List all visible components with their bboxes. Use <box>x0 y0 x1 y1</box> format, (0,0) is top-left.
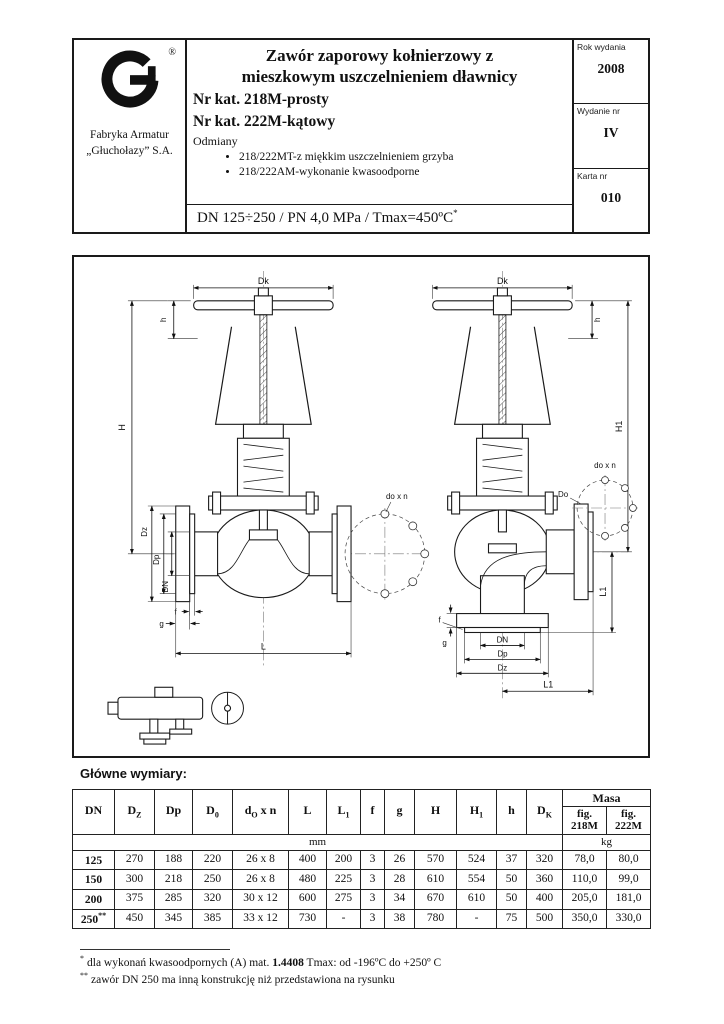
col-header-l1: L1 <box>326 789 361 835</box>
footnote-acid-resistant: *dla wykonań kwasoodpornych (A) mat. 1.4… <box>80 954 442 969</box>
dim-label-Do: Do <box>558 490 569 499</box>
header-meta-column: Rok wydania 2008 Wydanie nr IV Karta nr … <box>574 40 648 232</box>
dim-label-L: L <box>261 641 266 651</box>
col-header-dn: DN <box>72 789 115 835</box>
variant-item: 218/222AM-wykonanie kwasoodporne <box>239 165 572 181</box>
header-block: ® Fabryka Armatur „Głuchołazy” S.A. Zawó… <box>72 38 650 234</box>
dim-label-H: H <box>117 424 127 430</box>
catalog-number-straight: Nr kat. 218M-prosty <box>193 90 329 108</box>
col-header-h-cap: H <box>414 789 457 835</box>
dim-label-bolt-holes: do x n <box>386 492 408 501</box>
footnote-dn250: **zawór DN 250 ma inną konstrukcję niż p… <box>80 971 395 987</box>
meta-cell-year: Rok wydania 2008 <box>574 40 648 105</box>
dim-label-dk: Dk <box>258 276 269 286</box>
spec-line: DN 125÷250 / PN 4,0 MPa / Tmax=450ºC* <box>187 204 572 232</box>
registered-trademark: ® <box>168 47 176 58</box>
col-header-do-x-n: dO x n <box>232 789 289 835</box>
spec-text: DN 125÷250 / PN 4,0 MPa / Tmax=450ºC <box>197 210 454 226</box>
document-title: Zawór zaporowy kołnierzowy z mieszkowym … <box>187 40 572 88</box>
variant-item: 218/222MT-z miękkim uszczelnieniem grzyb… <box>239 150 572 166</box>
valve-straight-drawing: Dk h H Dz Dp DN <box>117 270 430 668</box>
dim-label-h: h <box>593 318 602 322</box>
col-header-l: L <box>288 789 327 835</box>
dim-label-h1: H1 <box>614 421 624 432</box>
col-header-masa-218m: fig.218M <box>562 806 607 835</box>
meta-value: 010 <box>600 189 622 205</box>
meta-value: IV <box>603 125 619 141</box>
company-name-line2: „Głuchołazy” S.A. <box>86 144 173 157</box>
actuator-drawing <box>107 686 244 745</box>
header-main-cell: Zawór zaporowy kołnierzowy z mieszkowym … <box>187 40 574 232</box>
units-kg: kg <box>562 833 651 851</box>
meta-value: 2008 <box>597 61 625 76</box>
dim-label-l1-horizontal: L1 <box>543 679 553 689</box>
dim-label-dp: Dp <box>152 554 161 565</box>
dim-label-l1-vertical: L1 <box>598 587 608 597</box>
variants-list: 218/222MT-z miękkim uszczelnieniem grzyb… <box>187 150 572 181</box>
meta-cell-card: Karta nr 010 <box>574 169 648 232</box>
section-title-main-dimensions: Główne wymiary: <box>80 766 187 781</box>
dim-label-h: h <box>159 318 168 322</box>
footnote-divider <box>80 949 230 950</box>
meta-cell-edition: Wydanie nr IV <box>574 104 648 169</box>
dim-label-dp: Dp <box>497 649 508 658</box>
col-header-f: f <box>360 789 385 835</box>
footnotes: *dla wykonań kwasoodpornych (A) mat. 1.4… <box>80 954 640 989</box>
dim-label-f: f <box>438 616 441 625</box>
spec-footnote-mark: * <box>453 208 458 218</box>
catalog-number-angle: Nr kat. 222M-kątowy <box>193 112 336 130</box>
document-title-line1: Zawór zaporowy kołnierzowy z <box>265 46 494 65</box>
dim-label-dn: DN <box>497 635 509 644</box>
dim-label-bolt-holes: do x n <box>594 461 616 470</box>
dim-label-g: g <box>442 638 446 647</box>
meta-label: Rok wydania <box>577 42 626 52</box>
company-name-line1: Fabryka Armatur <box>90 129 169 141</box>
col-header-d0: D0 <box>192 789 233 835</box>
dim-label-g: g <box>159 620 163 629</box>
col-header-masa-222m: fig.222M <box>606 806 651 835</box>
col-header-dz: DZ <box>114 789 155 835</box>
col-header-dk: DK <box>526 789 563 835</box>
col-header-masa: Masa <box>562 788 651 808</box>
col-header-dp: Dp <box>154 789 193 835</box>
col-header-h: h <box>496 789 527 835</box>
dim-label-dk: Dk <box>497 276 508 286</box>
dim-label-dz: Dz <box>140 527 149 537</box>
meta-label: Wydanie nr <box>577 106 620 117</box>
variants-label: Odmiany <box>193 133 238 148</box>
meta-label: Karta nr <box>577 170 608 181</box>
technical-drawing-box: Dk h H Dz Dp DN <box>72 255 650 758</box>
dimensions-table: DN DZ Dp D0 dO x n L L1 f g H H1 h DK Ma… <box>72 788 651 930</box>
dim-label-dn: DN <box>161 581 170 593</box>
document-title-line2: mieszkowym uszczelnieniem dławnicy <box>241 67 518 87</box>
col-header-h1: H1 <box>456 789 497 835</box>
dim-label-dz: Dz <box>498 663 508 672</box>
valve-angle-drawing: Dk h H1 L1 do x n <box>432 270 638 702</box>
units-mm: mm <box>72 833 563 851</box>
company-logo-icon <box>101 50 158 108</box>
logo-cell: ® Fabryka Armatur „Głuchołazy” S.A. <box>74 40 187 232</box>
col-header-g: g <box>384 789 415 835</box>
valve-drawing: Dk h H Dz Dp DN <box>107 270 638 745</box>
company-name: Fabryka Armatur „Głuchołazy” S.A. <box>74 128 185 159</box>
